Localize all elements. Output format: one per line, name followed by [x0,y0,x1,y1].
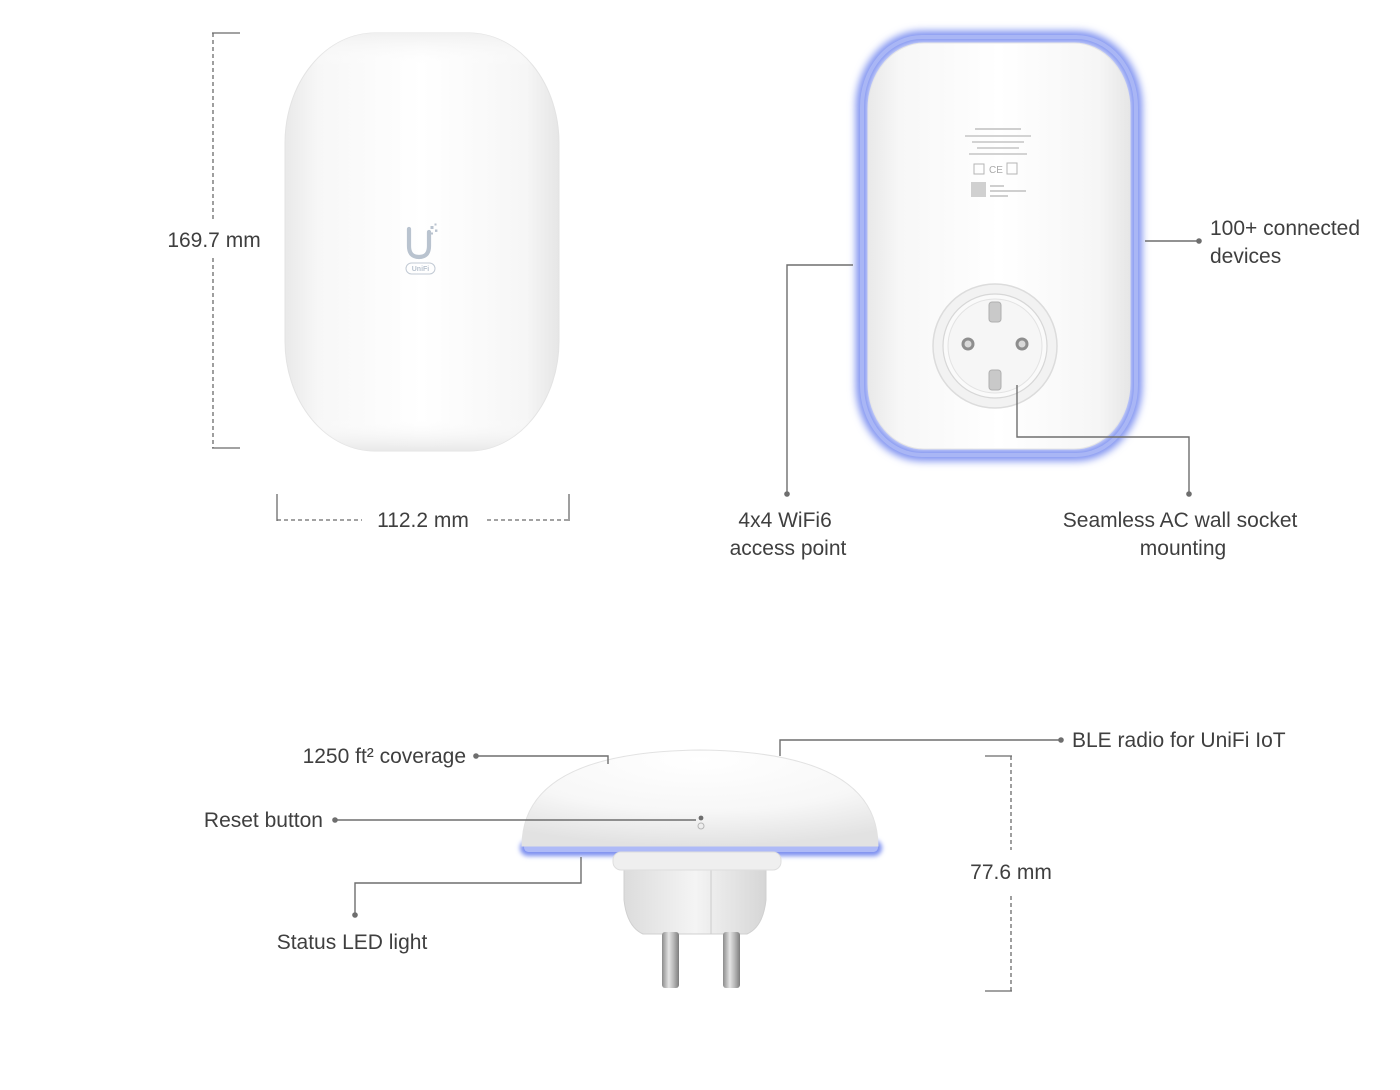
callout-ble: BLE radio for UniFi IoT [779,729,1286,756]
socket-line2: mounting [1140,537,1226,560]
callout-socket: Seamless AC wall socket mounting [1016,385,1303,560]
height-label: 169.7 mm [167,229,260,252]
wifi-line1: 4x4 WiFi6 [738,509,831,532]
width-dimension: 112.2 mm [276,494,570,532]
dome-body [521,749,879,847]
callout-connected-devices: 100+ connected devices [1145,217,1366,268]
back-view: CE [856,31,1142,461]
status-led-label: Status LED light [277,931,428,954]
side-view [520,749,882,988]
callout-coverage: 1250 ft² coverage [303,745,609,768]
unifi-badge-text: UniFi [412,266,430,273]
socket-label: Seamless AC wall socket mounting [1063,509,1303,560]
depth-dimension: 77.6 mm [970,755,1052,992]
plug-body [623,857,767,935]
wifi-line2: access point [730,537,847,560]
width-label: 112.2 mm [377,509,469,532]
reset-pinhole [697,822,705,830]
wifi-label: 4x4 WiFi6 access point [730,509,847,560]
callout-wifi: 4x4 WiFi6 access point [730,264,853,560]
connected-devices-line1: 100+ connected [1210,217,1360,240]
svg-text:CE: CE [989,165,1003,176]
unifi-logo-icon: UniFi [405,223,438,275]
socket-line1: Seamless AC wall socket [1063,509,1298,532]
callout-reset: Reset button [204,809,704,832]
plug-pin-left [662,932,679,988]
connected-devices-line2: devices [1210,245,1281,268]
ble-label: BLE radio for UniFi IoT [1072,729,1286,752]
height-dimension: 169.7 mm [167,32,261,449]
regulatory-label: CE [965,128,1031,197]
front-view: UniFi [284,32,560,452]
reset-label: Reset button [204,809,323,832]
coverage-label: 1250 ft² coverage [303,745,466,768]
callout-status-led: Status LED light [277,857,582,954]
connected-devices-label: 100+ connected devices [1210,217,1366,268]
depth-label: 77.6 mm [970,861,1052,884]
ac-socket-icon [932,283,1058,409]
plug-pin-right [723,932,740,988]
